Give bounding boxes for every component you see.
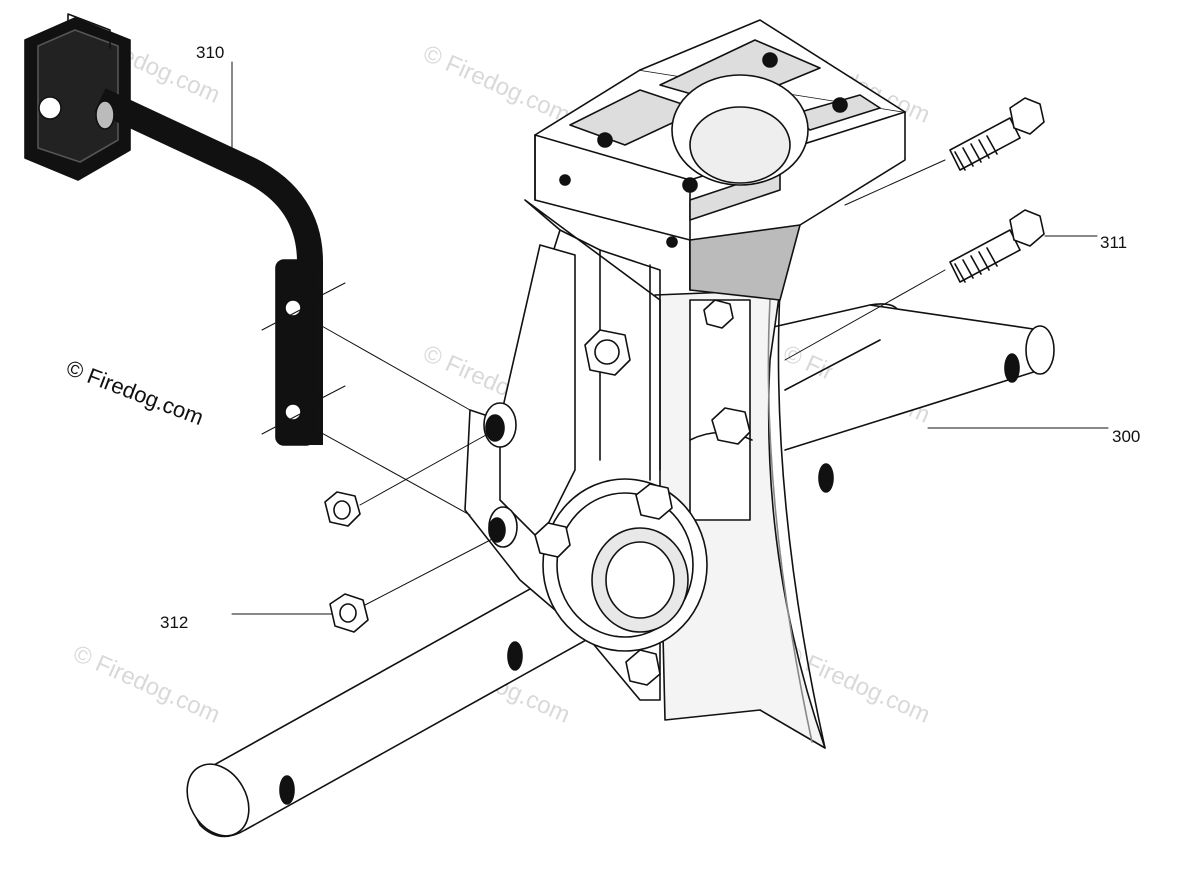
bolt-311-upper	[949, 97, 1045, 171]
callout-300: 300	[1112, 427, 1141, 446]
callout-311: 311	[1100, 233, 1128, 252]
assembly-lines	[231, 61, 1109, 615]
bolt-311-lower	[949, 209, 1045, 283]
gear-housing	[464, 19, 906, 749]
shaft-300	[186, 303, 1055, 838]
nut-upper	[324, 491, 361, 527]
callout-310: 310	[196, 43, 225, 62]
bracket-310	[24, 13, 323, 446]
nut-312	[329, 593, 369, 633]
callout-312: 312	[160, 613, 189, 632]
